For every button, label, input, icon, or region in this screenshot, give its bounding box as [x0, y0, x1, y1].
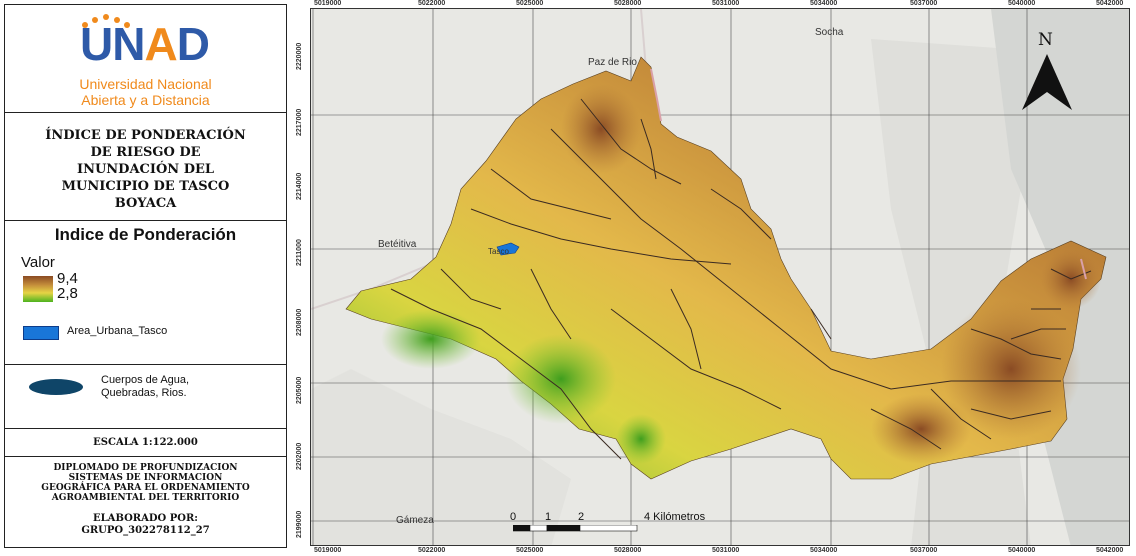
- logo-section: UNAD Universidad Nacional Abierta y a Di…: [5, 5, 286, 113]
- legend-section: Indice de Ponderación Valor 9,4 2,8 Area…: [5, 221, 286, 365]
- y-tick-label: 2220000: [296, 42, 303, 70]
- x-tick-label: 5025000: [516, 547, 544, 554]
- credits-section: DIPLOMADO DE PROFUNDIZACION SISTEMAS DE …: [5, 457, 286, 548]
- x-tick-label: 5037000: [910, 547, 938, 554]
- legend-panel: UNAD Universidad Nacional Abierta y a Di…: [4, 4, 287, 548]
- tasco-urban-area: [496, 242, 520, 256]
- north-arrow-icon: [1022, 54, 1072, 110]
- author-block: ELABORADO POR: GRUPO_302278112_27: [5, 513, 286, 537]
- north-label: N: [1038, 30, 1053, 50]
- water-section: Cuerpos de Agua, Quebradas, Rios.: [5, 365, 286, 429]
- scalebar-unit: 4 Kilómetros: [644, 511, 706, 523]
- x-tick-label: 5037000: [910, 0, 938, 7]
- map-canvas: [311, 9, 1129, 545]
- urban-area-label: Area_Urbana_Tasco: [67, 325, 168, 337]
- legend-min-value: 2,8: [57, 285, 78, 302]
- water-body-label: Cuerpos de Agua, Quebradas, Rios.: [101, 374, 190, 399]
- low-risk-zone: [616, 414, 666, 464]
- x-tick-label: 5034000: [810, 547, 838, 554]
- scale-bar: [513, 525, 638, 532]
- y-tick-label: 2211000: [296, 239, 303, 266]
- x-tick-label: 5042000: [1096, 547, 1124, 554]
- low-risk-zone: [381, 309, 481, 369]
- logo-letter: D: [176, 18, 210, 70]
- x-tick-label: 5040000: [1008, 0, 1036, 7]
- x-tick-label: 5042000: [1096, 0, 1124, 7]
- x-tick-label: 5019000: [314, 0, 342, 7]
- y-tick-label: 2208000: [296, 308, 303, 336]
- place-label-beteitiva: Betéitiva: [378, 239, 417, 250]
- x-tick-label: 5031000: [712, 547, 740, 554]
- water-body-symbol: [29, 379, 83, 395]
- logo-university-name: Universidad Nacional: [79, 76, 212, 92]
- x-tick-label: 5019000: [314, 547, 342, 554]
- map-title: ÍNDICE DE PONDERACIÓN DE RIESGO DE INUND…: [45, 128, 246, 211]
- legend-max-value: 9,4: [57, 270, 78, 287]
- x-tick-label: 5028000: [614, 0, 642, 7]
- high-relief-streak: [1080, 258, 1087, 280]
- high-relief-streak: [650, 68, 662, 122]
- y-tick-label: 2199000: [296, 510, 303, 538]
- scale-section: ESCALA 1:122.000: [5, 429, 286, 457]
- urban-area-swatch: [23, 326, 59, 340]
- place-label-tasco: Tasco: [488, 247, 509, 256]
- logo-letter: U: [80, 18, 113, 70]
- y-tick-label: 2217000: [296, 108, 303, 136]
- author-label: ELABORADO POR:: [93, 513, 198, 524]
- high-risk-zone: [871, 394, 971, 464]
- scale-text: ESCALA 1:122.000: [93, 437, 198, 448]
- logo-dots-icon: [82, 14, 130, 28]
- x-tick-label: 5040000: [1008, 547, 1036, 554]
- y-tick-label: 2205000: [296, 376, 303, 404]
- low-risk-zone: [506, 334, 616, 424]
- unad-logo: UNAD: [80, 17, 210, 71]
- x-tick-label: 5022000: [418, 0, 446, 7]
- scalebar-number: 0: [510, 511, 517, 523]
- title-section: ÍNDICE DE PONDERACIÓN DE RIESGO DE INUND…: [5, 113, 286, 221]
- logo-university-subtitle: Abierta y a Distancia: [81, 92, 210, 108]
- x-tick-label: 5025000: [516, 0, 544, 7]
- logo-letter: A: [144, 18, 177, 70]
- legend-gradient: [23, 276, 53, 302]
- x-tick-label: 5034000: [810, 0, 838, 7]
- map-frame: [310, 8, 1130, 546]
- place-label-paz-de-rio: Paz de Rio: [588, 57, 637, 68]
- legend-value-label: Valor: [21, 254, 55, 271]
- high-risk-zone: [561, 84, 641, 174]
- scalebar-number: 1: [545, 511, 552, 523]
- x-tick-label: 5031000: [712, 0, 740, 7]
- legend-title: Indice de Ponderación: [54, 225, 237, 244]
- x-tick-label: 5028000: [614, 547, 642, 554]
- river-network: [390, 98, 1092, 460]
- place-label-gameza: Gámeza: [396, 515, 434, 526]
- x-tick-label: 5022000: [418, 547, 446, 554]
- y-tick-label: 2214000: [296, 172, 303, 200]
- credits-text: DIPLOMADO DE PROFUNDIZACION SISTEMAS DE …: [41, 463, 250, 503]
- author-group: GRUPO_302278112_27: [81, 525, 210, 536]
- place-label-socha: Socha: [815, 27, 844, 38]
- high-risk-zone: [941, 299, 1081, 439]
- scalebar-number: 2: [578, 511, 585, 523]
- logo-letter: N: [112, 18, 145, 70]
- y-tick-label: 2202000: [296, 442, 303, 470]
